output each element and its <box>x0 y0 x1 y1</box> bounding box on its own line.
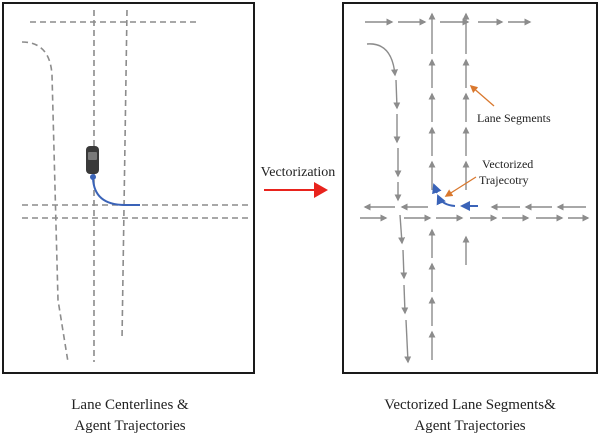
trajectory-pointer <box>444 176 477 197</box>
trajectory-annotation-line1: Vectorized <box>482 157 533 171</box>
lane-segments <box>360 12 590 364</box>
right-panel-frame <box>342 2 598 374</box>
vectorization-arrow <box>264 182 328 198</box>
right-panel-caption: Vectorized Lane Segments& Agent Trajecto… <box>350 395 590 437</box>
trajectory-vector <box>432 183 442 195</box>
left-caption-line2: Agent Trajectories <box>74 418 186 434</box>
left-caption-line1: Lane Centerlines & <box>71 397 189 413</box>
lane-segment-vector <box>404 319 412 364</box>
lane-segment-vector <box>400 249 408 280</box>
lane-segment-vector <box>398 214 406 245</box>
centerline-vertical-2 <box>121 9 128 341</box>
vehicle-position-dot <box>90 174 96 180</box>
lane-segments-pointer <box>469 84 495 107</box>
trajectory-annotation-line2: Trajecotry <box>479 173 529 187</box>
agent-trajectory <box>92 177 140 206</box>
lane-segment-vector <box>366 43 398 77</box>
left-panel-frame <box>2 2 255 374</box>
left-panel-caption: Lane Centerlines & Agent Trajectories <box>10 395 250 437</box>
right-caption-line1: Vectorized Lane Segments& <box>384 397 556 413</box>
vehicle-window <box>88 152 97 160</box>
right-caption-line2: Agent Trajectories <box>414 418 526 434</box>
vectorization-label: Vectorization <box>261 165 336 180</box>
trajectory-vector <box>436 194 456 207</box>
centerline-left-curve <box>21 41 69 363</box>
lane-segments-annotation: Lane Segments <box>477 111 551 125</box>
vectorized-trajectory <box>432 183 478 211</box>
lane-segment-vector <box>401 284 409 315</box>
lane-segment-vector <box>393 79 401 110</box>
